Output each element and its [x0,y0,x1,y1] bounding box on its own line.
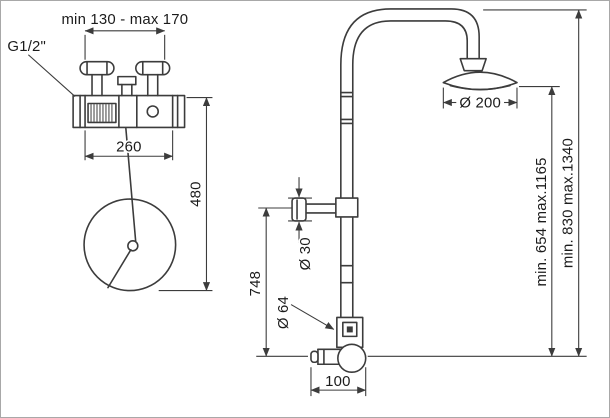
mixer-handles [79,60,171,97]
valve-depth-label: 100 [325,373,350,390]
dimension-annotations: min 130 - max 170 G1/2" 260 480 Ø 200 Ø … [6,9,587,397]
holder-diameter-label: Ø 30 [297,237,314,270]
total-height-range-label: min. 830 max.1340 [560,138,577,268]
hand-shower-circle [83,198,177,292]
mixer-body-outline [72,94,186,129]
mixer-assembly [72,60,186,292]
valve-dot [346,326,353,333]
head-diameter-label: Ø 200 [459,94,501,111]
diverter-button [146,105,160,118]
mixer-width-label: 260 [116,138,141,155]
hand-shower-handle [107,249,132,289]
mixer-body [72,94,186,129]
mixer-body-hatch [87,102,117,124]
thread-size-label: G1/2" [7,38,46,55]
control-knob [337,343,367,374]
slider-collar [335,197,359,218]
hand-shower-and-hose [83,127,177,292]
mixer-span-label: min 130 - max 170 [61,11,188,28]
left-handle-cap [79,60,115,76]
holder-cup [291,197,307,222]
riser-arm-outer [340,8,480,319]
right-handle-cap [135,60,171,76]
riser-height-range-label: min. 654 max.1165 [533,157,550,286]
diverter-knob-tip [310,350,319,364]
hose-length-label: 480 [188,181,205,206]
shower-head-rim [449,84,511,91]
hand-shower-hub [127,240,139,252]
valve-diameter-label: Ø 64 [275,296,292,329]
hand-shower-holder [291,197,337,222]
riser-arm-inner [351,20,469,319]
head-connection-nut [459,57,487,72]
center-outlet-cap [117,75,137,86]
thread-leader-line [27,54,76,97]
shower-hose [125,127,137,244]
valve-diameter-leader [290,304,335,330]
valve-cartridge [342,321,358,338]
pipe-joints [340,91,354,284]
shower-column-assembly [291,8,518,374]
lower-section-height-label: 748 [247,271,264,296]
diverter-valve [310,316,367,374]
